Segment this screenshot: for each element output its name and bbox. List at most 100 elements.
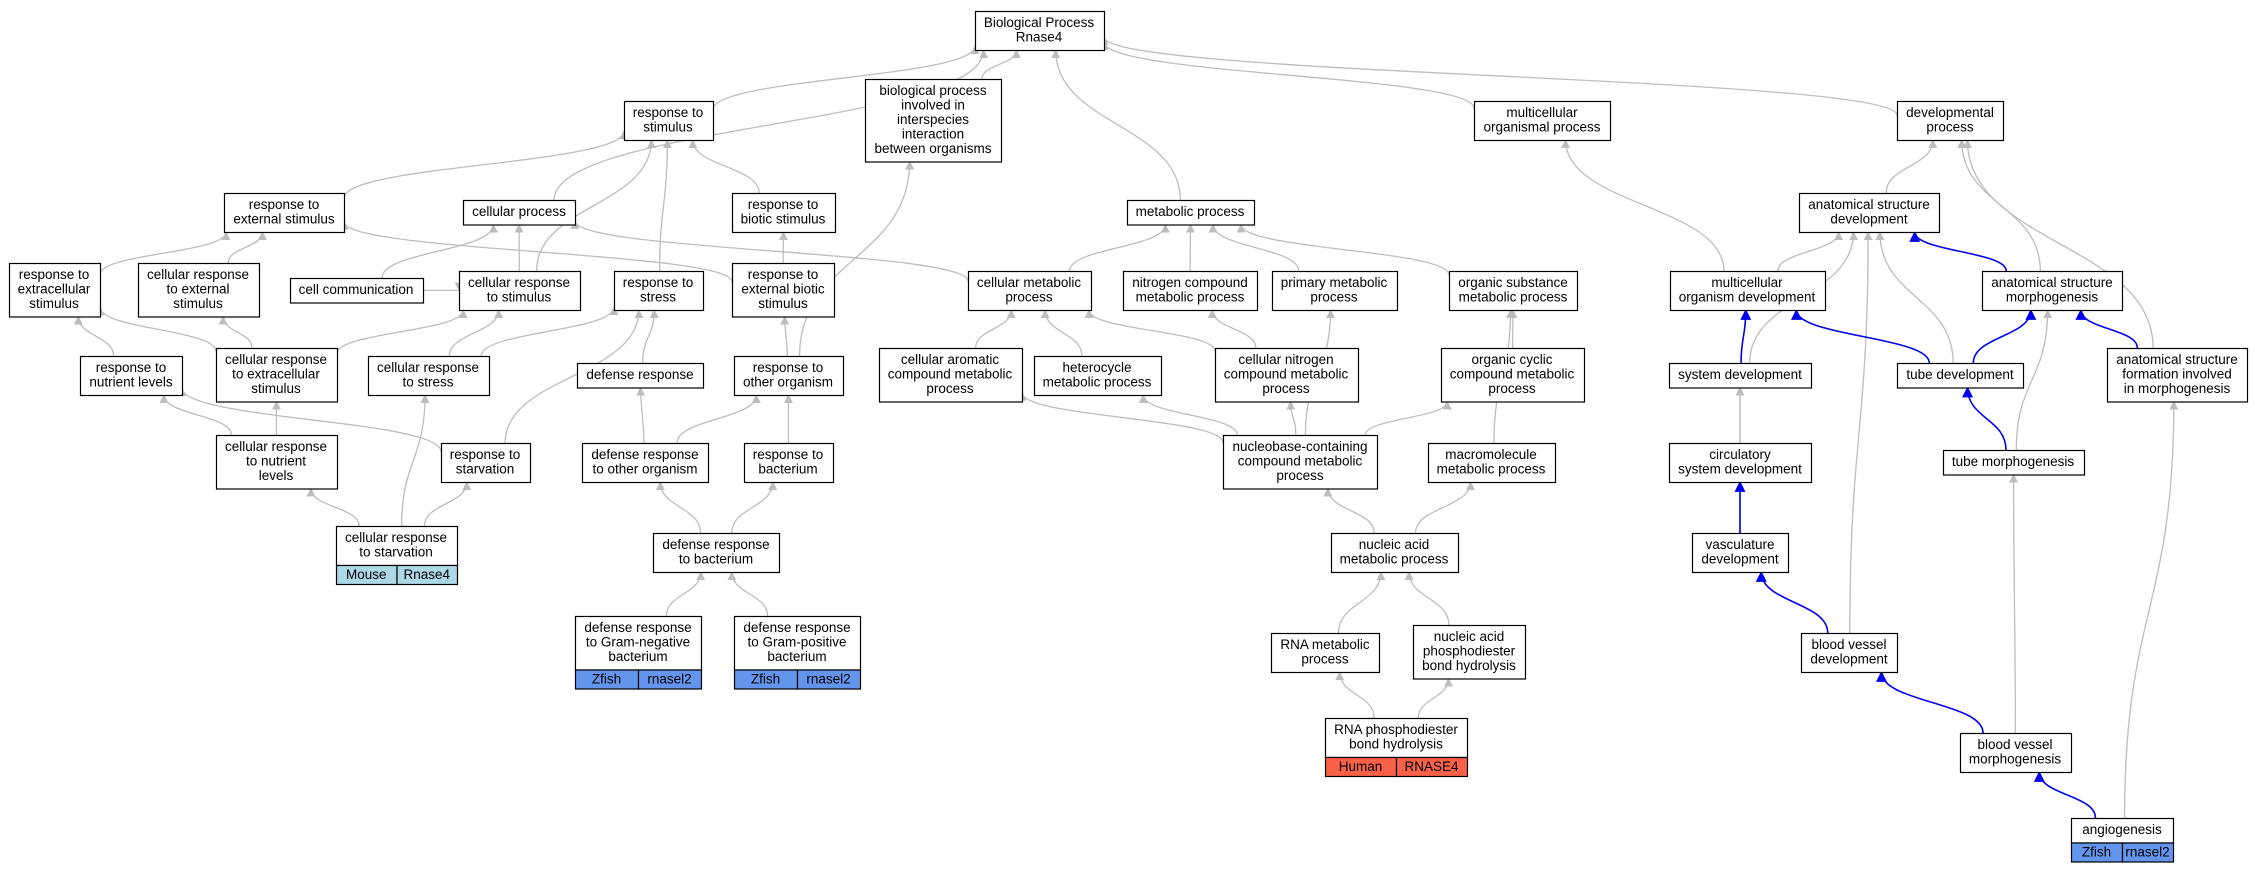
node-label-line: in morphogenesis [2124,381,2231,396]
edge-nccmp-to-occmp [1364,400,1452,436]
edge-tm-to-asm [2015,309,2053,451]
node-box [613,270,705,312]
node-label-line: bond hydrolysis [1422,658,1516,673]
node-box [1668,442,1813,484]
go-node-sd[interactable]: system development [1668,362,1813,389]
node-box [1440,347,1586,403]
edge-asm-to-asd [1909,230,2008,272]
edge-namp-to-nccmp [1323,487,1375,534]
node-label-line: to external [166,282,229,297]
node-label-line: between organisms [874,141,991,156]
edge-crtstarv-to-crtstress [401,394,430,527]
node-box [864,78,1003,163]
go-node-cp[interactable]: cellular process [462,199,577,226]
node-label-line: compound metabolic [1224,367,1349,382]
edge-asfim-to-asm [2075,308,2139,349]
edge-rtebs-to-rtes [339,220,733,283]
edge-crtex-to-crtes [218,315,253,349]
go-node-metp[interactable]: metabolic process [1126,199,1256,226]
node-label-line: morphogenesis [1969,752,2062,767]
node-label-line: vasculature [1705,537,1774,552]
go-node-cc[interactable]: cell communication [289,277,425,304]
node-label-line: process [1262,381,1310,396]
node-label-line: to stimulus [487,290,552,305]
go-node-td[interactable]: tube development [1896,362,2025,389]
edge-cmp-to-metp [1068,223,1170,272]
node-box [1981,270,2124,312]
edge-rtstarv-to-rtnl [177,387,442,452]
node-label-line: compound metabolic [1238,454,1363,469]
node-label-line: organic cyclic [1471,352,1552,367]
go-node-tm[interactable]: tube morphogenesis [1942,449,2086,476]
node-label-line: cellular aromatic [901,352,1000,367]
go-node-dr[interactable]: defense response [576,362,705,389]
node-label-line: to starvation [359,545,433,560]
node-label-line: response to [96,360,167,375]
node-label-line: interspecies [897,112,969,127]
edge-layer [73,35,2179,819]
node-box [1800,632,1899,674]
edge-bvd-to-asd [1849,231,1873,634]
node-label-line: response to [19,267,90,282]
node-label-line: cellular response [377,360,479,375]
species-tag-label: Zfish [2082,845,2111,860]
node-label-line: organismal process [1483,120,1600,135]
node-label-line: external biotic [741,282,825,297]
species-tag-cell [1395,756,1469,778]
edge-crtex-to-crts [336,309,468,354]
node-label-line: metabolic process [1459,290,1568,305]
edge-namp-to-mmp [1414,481,1475,534]
node-box [1798,192,1941,234]
node-box [576,362,705,389]
node-box [223,192,346,234]
edge-metp-to-bp [1051,49,1181,201]
